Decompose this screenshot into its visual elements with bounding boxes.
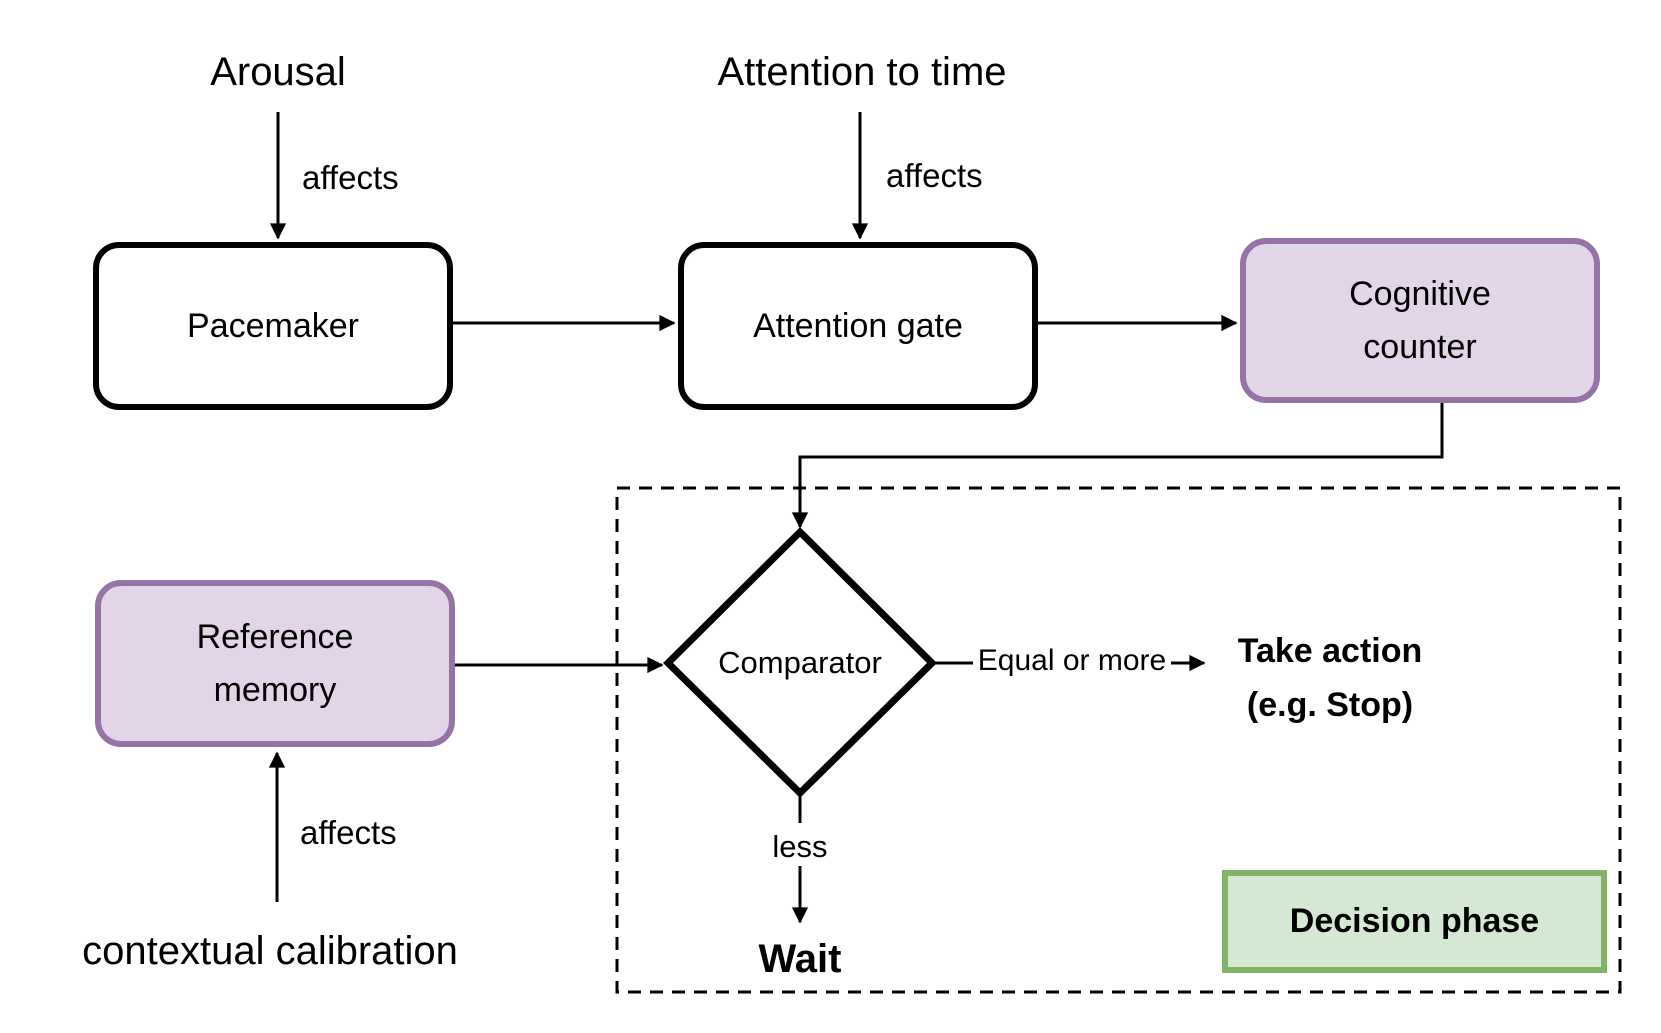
attention-gate-box: Attention gate	[678, 242, 1038, 410]
decision-phase-region-border	[615, 486, 1622, 994]
edge-counter-comparator	[791, 403, 1444, 529]
take-action-label: Take action (e.g. Stop)	[1237, 632, 1423, 725]
reference-memory-box: Reference memory	[95, 580, 455, 747]
pacemaker-box: Pacemaker	[93, 242, 453, 410]
less-label: less	[772, 829, 828, 864]
arousal-label: Arousal	[210, 50, 346, 94]
comparator-label: Comparator	[718, 645, 882, 680]
affects-label-attention: affects	[886, 157, 983, 194]
affects-label-calibration: affects	[300, 814, 397, 851]
cognitive-counter-box: Cognitive counter	[1240, 238, 1600, 403]
decision-phase-legend: Decision phase	[1222, 870, 1607, 973]
contextual-calibration-label: contextual calibration	[82, 929, 458, 973]
equal-or-more-label: Equal or more	[942, 644, 1202, 678]
attention-to-time-label: Attention to time	[717, 50, 1007, 94]
wait-label: Wait	[758, 937, 842, 981]
affects-label-arousal: affects	[302, 159, 399, 196]
equal-or-more-text: Equal or more	[972, 644, 1172, 677]
